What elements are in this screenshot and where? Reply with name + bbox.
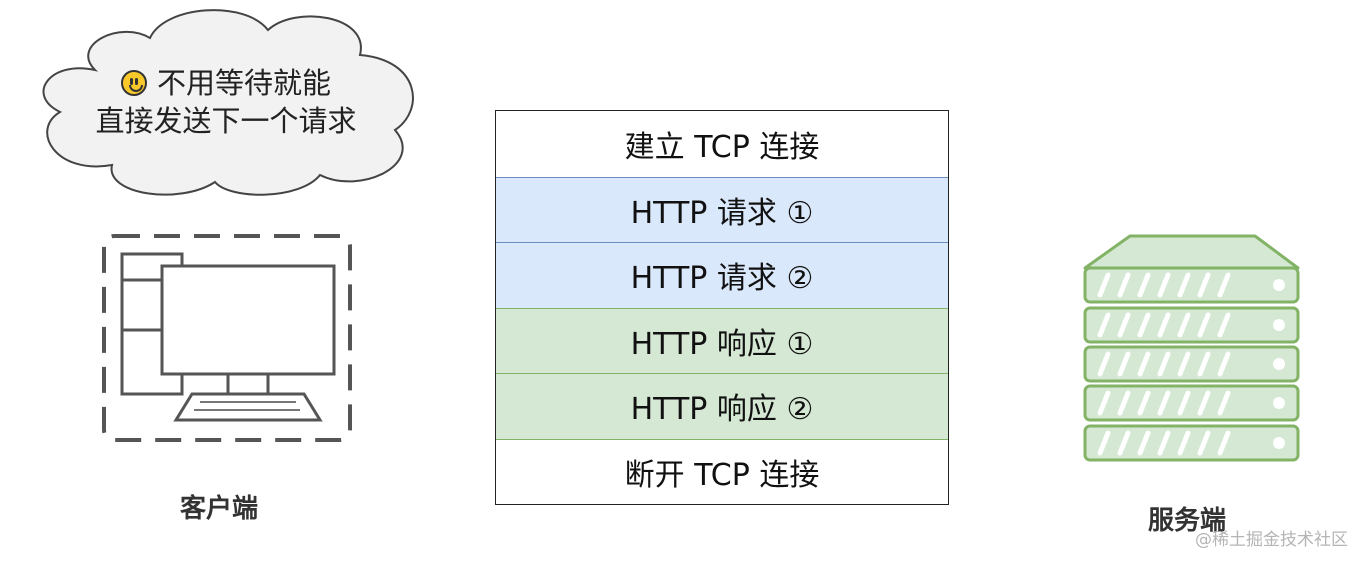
server-rack-icon <box>1083 234 1300 462</box>
server-unit <box>1083 384 1300 422</box>
desktop-computer-icon <box>102 234 352 442</box>
cloud-message: 不用等待就能 直接发送下一个请求 <box>66 64 386 140</box>
smiley-face-icon <box>120 70 147 96</box>
server-led-icon <box>1273 437 1285 449</box>
timeline-row-request-2: HTTP 请求 ② <box>496 242 948 308</box>
server-unit <box>1083 266 1300 304</box>
timeline-row-disconnect: 断开 TCP 连接 <box>496 438 948 504</box>
timeline-row-response-2: HTTP 响应 ② <box>496 373 948 439</box>
server-label: 服务端 <box>1148 506 1227 536</box>
timeline-row-response-1: HTTP 响应 ① <box>496 307 948 373</box>
cloud-line-2: 直接发送下一个请求 <box>95 104 357 138</box>
server-led-icon <box>1273 319 1285 331</box>
timeline-row-connect: 建立 TCP 连接 <box>496 111 948 177</box>
cloud-line-1: 不用等待就能 <box>156 66 331 100</box>
server-unit <box>1083 306 1300 344</box>
server-led-icon <box>1273 358 1285 370</box>
server-unit <box>1083 345 1300 383</box>
server-led-icon <box>1273 279 1285 291</box>
watermark: @稀土掘金技术社区 <box>1195 530 1348 550</box>
server-led-icon <box>1273 397 1285 409</box>
timeline-row-request-1: HTTP 请求 ① <box>496 176 948 242</box>
connection-timeline: 建立 TCP 连接 HTTP 请求 ① HTTP 请求 ② HTTP 响应 ① … <box>495 110 949 505</box>
client-label: 客户端 <box>180 494 259 524</box>
server-unit <box>1083 424 1300 462</box>
thought-cloud <box>42 9 414 196</box>
